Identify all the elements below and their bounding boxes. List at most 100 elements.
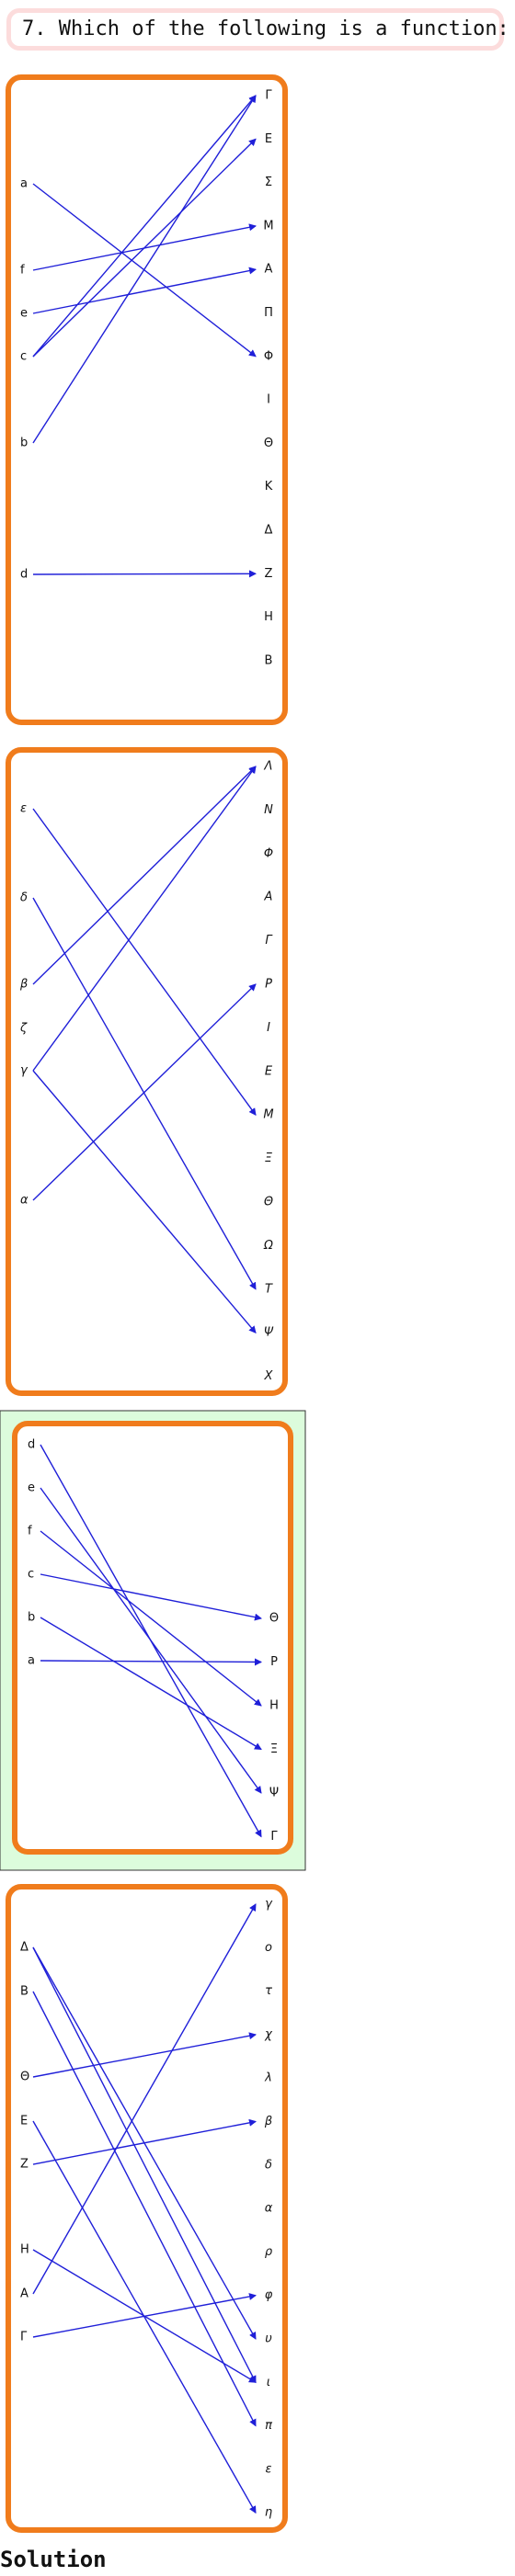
codomain-label: M [263, 1108, 273, 1122]
codomain-label: Ψ [264, 1326, 274, 1340]
codomain-label: H [269, 1699, 279, 1713]
codomain-label: I [267, 393, 270, 407]
codomain-label: Φ [264, 349, 273, 363]
codomain-label: Γ [265, 89, 272, 103]
codomain-label: Ω [263, 1239, 273, 1253]
domain-label: Z [20, 2158, 29, 2172]
codomain-label: ε [265, 2462, 271, 2476]
domain-label: ε [20, 802, 27, 816]
codomain-label: T [265, 1282, 273, 1296]
codomain-label: π [265, 2419, 272, 2433]
codomain-label: λ [264, 2071, 272, 2085]
domain-label: b [20, 437, 28, 450]
mapping-arrow [32, 2120, 257, 2514]
codomain-label: M [263, 219, 273, 233]
mapping-arrow [32, 2032, 257, 2078]
codomain-label: Γ [270, 1830, 278, 1844]
mapping-arrow [32, 95, 257, 357]
diagram-border [6, 1884, 288, 2533]
codomain-label: Γ [265, 934, 273, 948]
codomain-label: P [265, 978, 272, 992]
codomain-label: ρ [265, 2245, 273, 2259]
codomain-label: ι [267, 2376, 270, 2389]
domain-label: Γ [20, 2331, 28, 2344]
codomain-label: X [264, 1369, 274, 1383]
domain-label: A [20, 2287, 29, 2301]
codomain-label: Σ [265, 176, 272, 189]
mapping-arrow [32, 570, 257, 578]
codomain-label: Ξ [265, 1152, 273, 1165]
domain-label: Θ [20, 2071, 29, 2084]
domain-label: c [20, 350, 27, 364]
codomain-label: A [265, 263, 273, 277]
codomain-label: K [265, 480, 273, 494]
codomain-label: Λ [264, 760, 273, 774]
domain-label: B [20, 1985, 29, 1999]
domain-label: E [20, 2115, 28, 2128]
codomain-label: o [265, 1941, 272, 1955]
codomain-label: γ [265, 1898, 273, 1912]
mapping-arrow [32, 2118, 257, 2165]
mapping-arrow [32, 95, 257, 444]
codomain-label: χ [264, 2027, 273, 2041]
codomain-label: υ [265, 2332, 272, 2346]
mapping-arrow [40, 1658, 262, 1666]
codomain-label: Θ [269, 1612, 279, 1626]
diagram-border [12, 1421, 293, 1855]
domain-label: δ [20, 891, 28, 905]
codomain-label: Ψ [269, 1787, 279, 1800]
codomain-label: Θ [264, 437, 273, 450]
diagram-border [6, 747, 288, 1396]
domain-label: b [28, 1611, 35, 1625]
domain-label: f [20, 264, 25, 278]
mapping-arrow [40, 1487, 262, 1794]
codomain-label: B [265, 653, 273, 667]
domain-label: a [28, 1654, 35, 1668]
domain-label: ζ [19, 1022, 28, 1036]
codomain-label: I [267, 1021, 270, 1035]
mapping-arrow [32, 1991, 257, 2427]
mapping-arrow [32, 138, 257, 357]
codomain-label: φ [265, 2288, 273, 2302]
codomain-label: E [265, 132, 272, 146]
mapping-arrow [32, 766, 257, 985]
mapping-arrow [32, 267, 257, 314]
mapping-arrow [40, 1530, 262, 1707]
domain-label: c [28, 1568, 34, 1582]
domain-label: α [20, 1194, 29, 1208]
mapping-arrow [32, 1903, 257, 2295]
domain-label: H [20, 2243, 29, 2257]
codomain-label: β [264, 2115, 272, 2128]
solution-label: Solution [0, 2547, 107, 2572]
codomain-label: Z [265, 567, 273, 581]
mapping-arrow [32, 1946, 257, 2384]
codomain-label: N [264, 803, 273, 817]
codomain-label: H [264, 610, 273, 624]
codomain-label: A [264, 891, 273, 904]
domain-label: e [20, 307, 28, 321]
domain-label: d [20, 568, 28, 582]
question-text: 7. Which of the following is a function: [6, 8, 509, 51]
mapping-arrow [32, 2293, 257, 2338]
codomain-label: Θ [264, 1196, 273, 1209]
codomain-label: Ξ [270, 1742, 278, 1756]
codomain-label: α [265, 2202, 273, 2216]
codomain-label: δ [265, 2158, 272, 2172]
domain-label: Δ [20, 1941, 29, 1955]
codomain-label: P [270, 1655, 278, 1669]
mapping-arrow [32, 983, 257, 1201]
codomain-label: Δ [265, 524, 273, 538]
codomain-label: η [265, 2506, 272, 2520]
mapping-arrow [32, 766, 257, 1072]
mapping-arrow [32, 808, 257, 1117]
diagram-border [6, 74, 288, 725]
mapping-arrow [32, 897, 257, 1290]
domain-label: γ [20, 1064, 29, 1078]
domain-label: e [28, 1481, 35, 1495]
domain-label: f [28, 1525, 32, 1538]
